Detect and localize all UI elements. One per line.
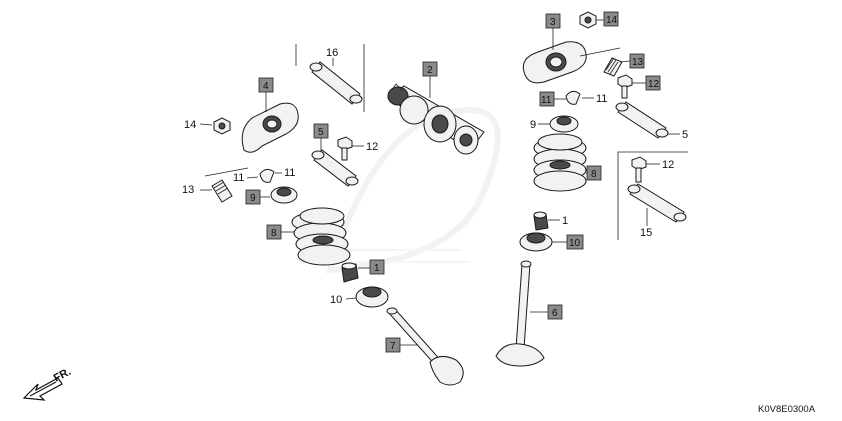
callout-11-right-b: 11 <box>596 93 607 105</box>
callout-7: 7 <box>390 341 396 352</box>
diagram-code: K0V8E0300A <box>758 404 816 415</box>
rocker-shaft-right-inset[interactable] <box>627 183 687 223</box>
bolt-right-top[interactable] <box>617 74 633 99</box>
valve-cotter-right[interactable] <box>565 90 581 105</box>
rocker-arm-right[interactable] <box>522 41 587 84</box>
valve-exhaust[interactable] <box>495 260 545 367</box>
callout-9-left: 9 <box>250 193 256 204</box>
rocker-shaft-left[interactable] <box>311 149 359 187</box>
callout-13-left: 13 <box>182 184 194 196</box>
callout-11-right-a: 11 <box>541 95 552 106</box>
callout-11-left-a: 11 <box>233 172 244 184</box>
callout-14-right: 14 <box>606 15 618 26</box>
callout-2: 2 <box>427 65 433 76</box>
callout-box-1-left <box>369 259 385 275</box>
callout-12-inset: 12 <box>662 159 674 171</box>
callout-1-right: 1 <box>562 215 568 227</box>
valve-spring-left[interactable] <box>291 207 351 266</box>
rocker-arm-left[interactable] <box>241 102 299 153</box>
callout-5-left: 5 <box>318 127 324 138</box>
rocker-shaft-inset[interactable] <box>309 61 363 105</box>
spring-retainer-right[interactable] <box>549 115 579 133</box>
callout-10-right: 10 <box>569 238 581 249</box>
callout-15: 15 <box>640 227 652 239</box>
valve-cotter-left[interactable] <box>259 168 275 183</box>
callout-8-right: 8 <box>591 169 597 180</box>
lock-nut-right[interactable] <box>579 11 597 29</box>
callout-6: 6 <box>552 308 558 319</box>
front-marker-label: FR. <box>52 366 73 385</box>
valve-intake[interactable] <box>386 307 464 386</box>
callout-box-14-right <box>603 11 619 27</box>
callout-box-4 <box>258 77 274 93</box>
adjusting-screw-right[interactable] <box>603 57 623 77</box>
callout-12-left: 12 <box>366 141 378 153</box>
callout-12-right: 12 <box>648 79 660 90</box>
callout-9-right: 9 <box>530 119 536 131</box>
callout-14-left: 14 <box>184 119 196 131</box>
callout-8-left: 8 <box>271 228 277 239</box>
spring-seat-right[interactable] <box>519 232 553 252</box>
bolt-right-inset[interactable] <box>631 156 647 183</box>
callout-1-left: 1 <box>374 263 380 274</box>
callout-13-right: 13 <box>632 57 644 68</box>
callout-10-left: 10 <box>330 294 342 306</box>
callout-3: 3 <box>550 17 556 28</box>
front-direction-arrow <box>22 377 63 401</box>
stem-seal-right[interactable] <box>533 211 549 231</box>
spring-seat-left[interactable] <box>355 286 389 308</box>
callout-5-right: 5 <box>682 129 688 141</box>
stem-seal-left[interactable] <box>341 262 359 283</box>
bolt-left[interactable] <box>337 136 353 161</box>
spring-retainer-left[interactable] <box>270 186 298 204</box>
rocker-shaft-right[interactable] <box>615 101 669 139</box>
lock-nut-left[interactable] <box>213 117 231 135</box>
valve-spring-right[interactable] <box>533 133 587 192</box>
inset-frame-right <box>617 151 688 240</box>
camshaft[interactable] <box>387 83 485 155</box>
adjusting-screw-left[interactable] <box>211 179 233 203</box>
callout-4: 4 <box>263 81 269 92</box>
callout-16: 16 <box>326 47 338 59</box>
callout-11-left-b: 11 <box>284 167 295 179</box>
